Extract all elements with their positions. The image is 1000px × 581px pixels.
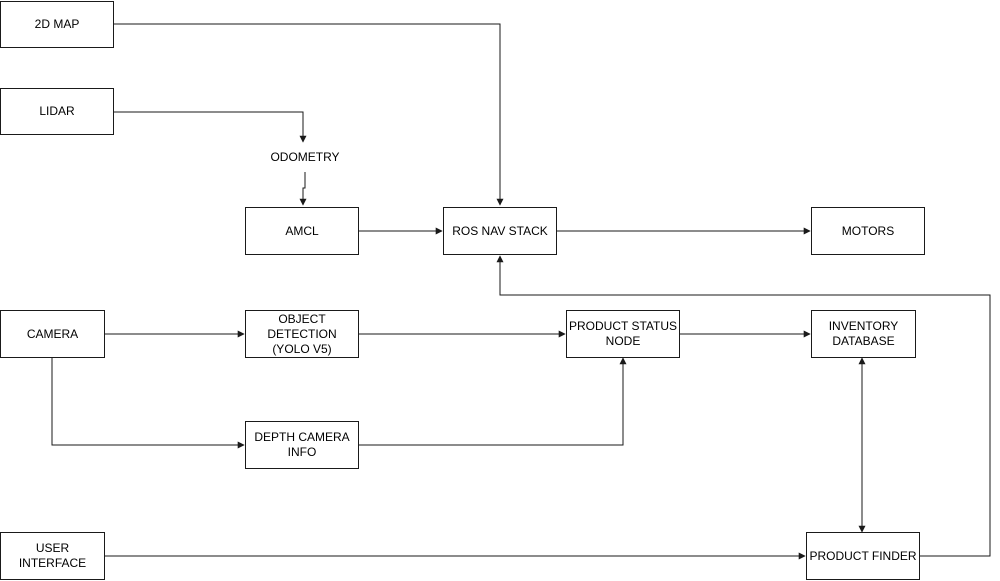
node-2d-map: 2D MAP <box>0 1 114 48</box>
edge-odometry-amcl <box>299 172 307 206</box>
edge-prodfinder-rosnav <box>496 255 991 557</box>
node-object-detection: OBJECT DETECTION (YOLO V5) <box>245 310 359 358</box>
node-product-finder: PRODUCT FINDER <box>806 532 920 580</box>
edge-lidar-odometry <box>113 111 307 143</box>
node-camera: CAMERA <box>0 310 105 358</box>
node-user-interface: USER INTERFACE <box>0 532 105 580</box>
node-motors: MOTORS <box>811 207 925 255</box>
node-product-status: PRODUCT STATUS NODE <box>566 310 680 358</box>
node-depth-camera-info: DEPTH CAMERA INFO <box>245 421 359 469</box>
node-inventory-database: INVENTORY DATABASE <box>811 310 916 358</box>
node-amcl: AMCL <box>245 207 359 255</box>
node-odometry: ODOMETRY <box>262 150 348 165</box>
edge-camera-depth <box>51 357 245 449</box>
node-lidar: LIDAR <box>0 88 114 135</box>
node-ros-nav-stack: ROS NAV STACK <box>443 207 557 255</box>
edge-depth-prodstatus <box>358 357 627 446</box>
edge-map2d-rosnav <box>113 23 504 206</box>
